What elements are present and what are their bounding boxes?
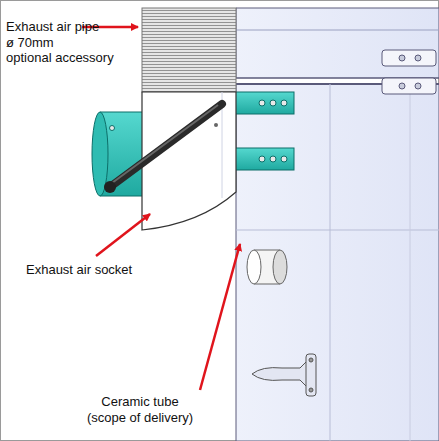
exhaust-socket [142,92,236,230]
callout-label: optional accessory [6,50,114,65]
body-seam [330,84,331,441]
kiln-body [236,84,439,441]
callout-label: Exhaust air pipe [6,19,99,34]
socket-screw [214,123,218,127]
callout-label: Ceramic tube [101,394,178,409]
lid-edge [236,30,439,31]
lid-plates [382,50,436,94]
body-seam [236,230,439,231]
kiln-lid [236,8,439,78]
handle-rod [104,104,222,193]
body-seam [410,84,411,441]
callout-label: ø 70mm [6,35,54,50]
leader-arrow [82,27,240,390]
callout-label: Exhaust air socket [26,262,132,277]
callout-label: (scope of delivery) [87,410,193,425]
exhaust-pipe [142,8,236,92]
side-handle [252,354,316,396]
ceramic-tube [247,250,287,284]
